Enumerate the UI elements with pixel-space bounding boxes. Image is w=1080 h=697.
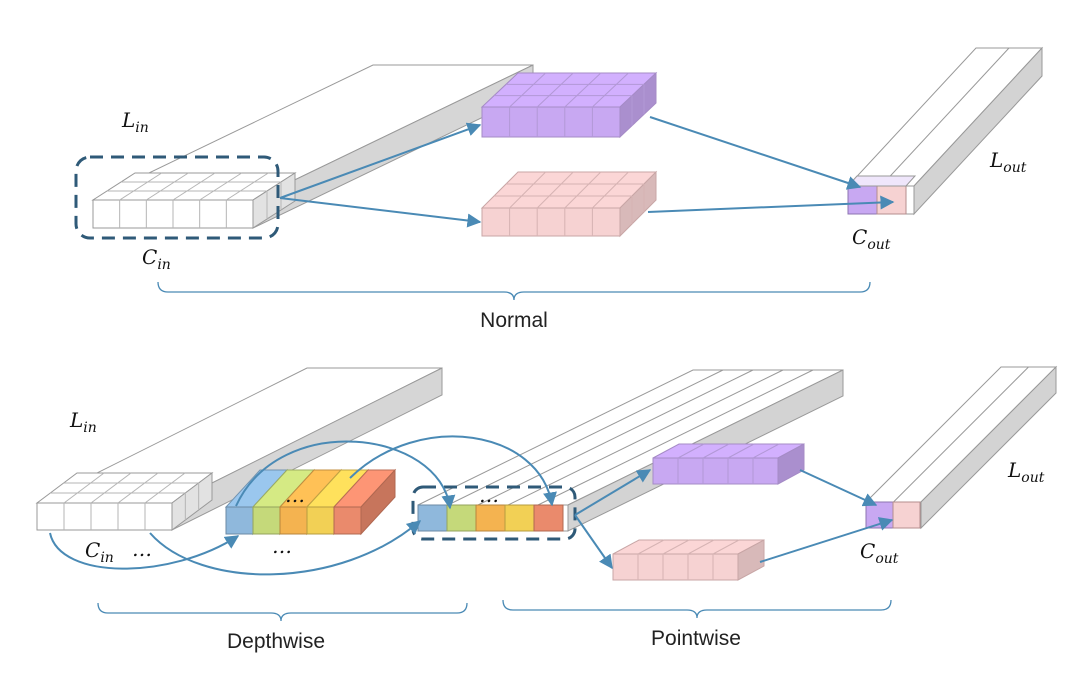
normal-input-channels-label: Cin	[142, 245, 171, 273]
depthwise-input-slice	[35, 472, 214, 531]
depthwise-kernel-top-ellipsis: …	[285, 483, 305, 507]
normal-input-window	[74, 155, 280, 240]
arrow-output-to-pointwise-pink	[574, 514, 613, 570]
depthwise-output-cell-4	[504, 504, 535, 532]
depthwise-output-cell-3	[475, 504, 506, 532]
normal-kernel-purple	[480, 71, 658, 139]
arrow-depthwise-input-to-kernel-1	[49, 532, 240, 570]
arrow-pink-to-output	[647, 195, 895, 213]
arrow-input-to-pink	[279, 197, 482, 228]
depthwise-caption: Depthwise	[227, 630, 325, 653]
depthwise-output-ellipsis: …	[479, 483, 499, 507]
pointwise-caption: Pointwise	[651, 627, 741, 650]
arrow-depthwise-input-to-kernel-2	[149, 520, 422, 576]
depthwise-output-cell-5	[533, 504, 564, 532]
pointwise-kernel-pink	[612, 539, 765, 581]
normal-caption: Normal	[480, 309, 548, 332]
normal-output-cell-purple	[847, 185, 878, 215]
pointwise-output-cell-pink	[892, 501, 921, 529]
arrow-kernel-to-output-2	[349, 435, 557, 507]
arrow-pointwise-purple-to-output	[799, 469, 878, 507]
pointwise-brace	[502, 599, 892, 619]
arrow-purple-to-output	[649, 116, 862, 190]
depthwise-kernel-ellipsis: …	[272, 534, 292, 558]
depthwise-output-cell-2	[446, 504, 477, 532]
normal-input-length-label: Lin	[121, 108, 149, 136]
depthwise-input-channels-label: Cin	[85, 538, 114, 566]
normal-output-channels-label: Cout	[852, 225, 891, 253]
arrow-kernel-to-output-1	[235, 440, 456, 510]
normal-input-slice	[91, 172, 297, 229]
pointwise-kernel-purple	[652, 443, 805, 485]
normal-brace	[157, 281, 871, 301]
depthwise-kernel-channel-5	[332, 468, 397, 536]
arrow-output-to-pointwise-purple	[574, 469, 652, 516]
pointwise-output-length-label: Lout	[1007, 458, 1045, 486]
pointwise-output-channels-label: Cout	[860, 539, 899, 567]
depthwise-output-window	[411, 485, 577, 541]
normal-output-cell-top	[846, 175, 917, 187]
normal-output-cell-pink	[876, 185, 907, 215]
depthwise-input-length-label: Lin	[69, 408, 97, 436]
depthwise-input-ellipsis: …	[132, 537, 152, 561]
arrow-pointwise-pink-to-output	[759, 517, 894, 563]
normal-output-length-label: Lout	[989, 148, 1027, 176]
depthwise-brace	[97, 602, 468, 622]
arrow-input-to-purple	[279, 122, 482, 199]
depthwise-output-cell-1	[417, 504, 448, 532]
normal-kernel-pink	[480, 170, 658, 238]
